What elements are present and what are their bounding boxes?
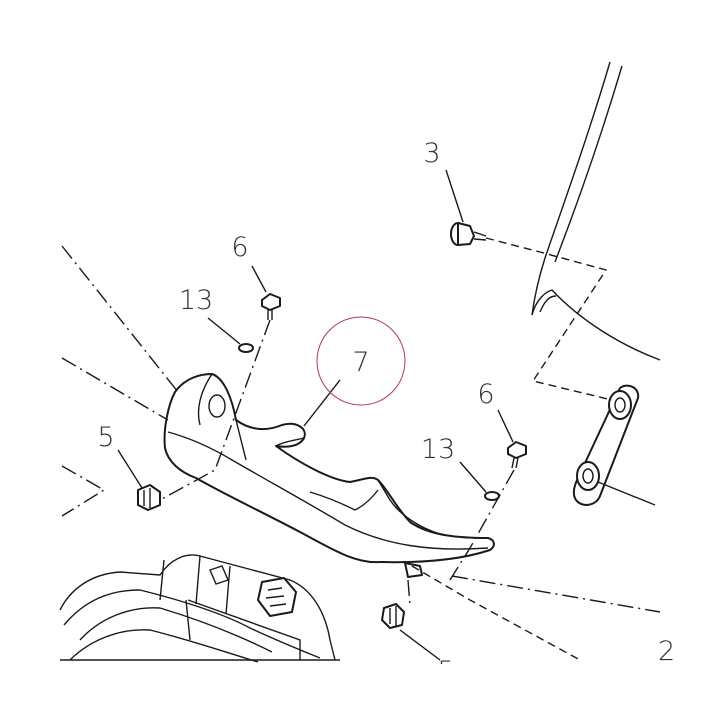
callout-6-right: 6 [477, 379, 494, 410]
bottom-crop-mask [0, 664, 720, 720]
washer-13-right [459, 461, 500, 501]
clip-nut-5-bottom [381, 603, 441, 661]
callout-2: 2 [658, 636, 675, 667]
fairing-panel [531, 61, 661, 361]
rubber-mount-plate [572, 384, 656, 506]
bracket-part-7 [163, 373, 495, 578]
washer-13-left [207, 317, 254, 353]
screw-6-left [159, 265, 281, 501]
callout-5-left: 5 [97, 422, 114, 453]
screw-3 [445, 169, 613, 401]
callout-13-left: 13 [179, 285, 213, 316]
headlight-assembly [59, 554, 340, 663]
highlight-circle [316, 316, 406, 406]
callout-13-right: 13 [421, 434, 455, 465]
centre-lines-lower-right [407, 565, 661, 661]
grommet-lower [576, 461, 600, 491]
callout-6-left: 6 [231, 232, 248, 263]
callout-7: 7 [352, 347, 369, 378]
centre-lines-left [61, 245, 179, 517]
clip-nut-5-left [117, 449, 161, 511]
callout-3: 3 [423, 138, 440, 169]
grommet-upper [608, 390, 632, 420]
